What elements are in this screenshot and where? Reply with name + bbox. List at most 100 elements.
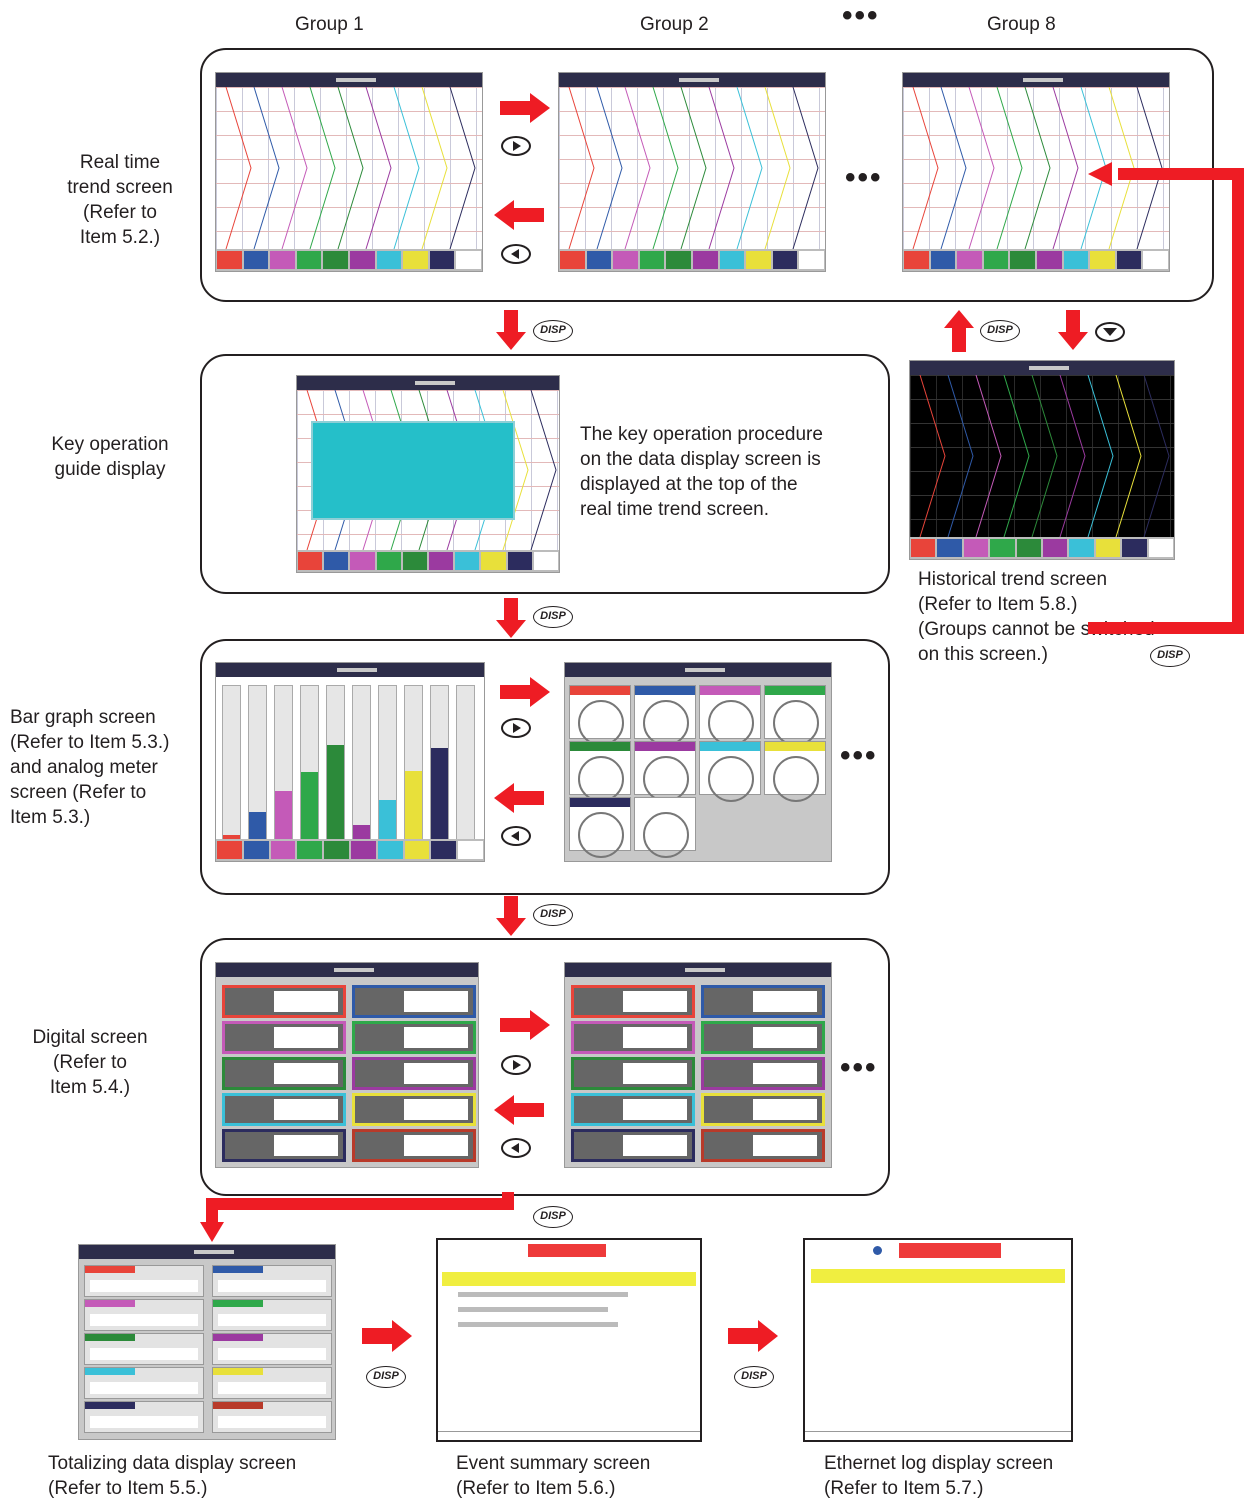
- totalizing-label: Totalizing data display screen (Refer to…: [48, 1453, 297, 1499]
- disp-key-icon[interactable]: DISP: [533, 606, 573, 628]
- down-arrow: [496, 896, 526, 936]
- keyguide-screen[interactable]: [296, 375, 560, 573]
- totalizing-screen[interactable]: [78, 1244, 336, 1440]
- digital-screen-group-1[interactable]: [215, 962, 479, 1168]
- channel-tab: [639, 251, 665, 269]
- digital-channel: [222, 1057, 346, 1090]
- channel-tab: [719, 251, 745, 269]
- trend-trace: [421, 87, 448, 249]
- historical-trend-screen[interactable]: [909, 360, 1175, 560]
- analog-meter-screen[interactable]: [564, 662, 832, 862]
- channel-tab: [455, 552, 480, 570]
- right-arrow: [362, 1320, 412, 1352]
- channel-tab: [1010, 251, 1035, 269]
- channel-tab: [217, 251, 242, 269]
- channel-tab: [930, 251, 956, 269]
- ethernet-log-screen[interactable]: [803, 1238, 1073, 1442]
- trend-screen-group-2[interactable]: [558, 72, 826, 272]
- channel-tab: [243, 251, 269, 269]
- channel-tab: [1016, 539, 1042, 557]
- bar-channel: [326, 685, 345, 841]
- channel-tab: [456, 251, 481, 269]
- analog-meter: [764, 685, 826, 746]
- channel-tab: [429, 251, 455, 269]
- channel-tab: [270, 841, 296, 859]
- group-1-label: Group 1: [295, 14, 364, 35]
- trend-screen-group-1[interactable]: [215, 72, 483, 272]
- trend-trace: [281, 87, 308, 249]
- bend-arrow: [200, 1192, 514, 1242]
- event-row-highlight: [442, 1272, 696, 1286]
- right-key-icon[interactable]: [501, 718, 531, 738]
- disp-key-icon[interactable]: DISP: [533, 1206, 573, 1228]
- totalizing-channel: [212, 1401, 332, 1433]
- left-key-icon[interactable]: [501, 244, 531, 264]
- bar-channel: [378, 685, 397, 841]
- digital-screen-group-2[interactable]: [564, 962, 832, 1168]
- trend-trace: [947, 375, 974, 537]
- disp-key-icon[interactable]: DISP: [533, 320, 573, 342]
- digital-channel: [571, 1129, 695, 1162]
- left-arrow: [494, 783, 544, 813]
- channel-tab: [243, 841, 269, 859]
- disp-key-icon[interactable]: DISP: [366, 1366, 406, 1388]
- down-key-icon[interactable]: [1095, 322, 1125, 342]
- digital-channel: [701, 1093, 825, 1126]
- channel-tab: [1090, 251, 1115, 269]
- down-arrow: [496, 598, 526, 638]
- disp-key-icon[interactable]: DISP: [533, 904, 573, 926]
- channel-tab: [458, 841, 483, 859]
- channel-tab: [560, 251, 585, 269]
- trend-trace: [764, 87, 791, 249]
- bar-graph-screen[interactable]: [215, 662, 485, 862]
- digital-channel: [222, 1093, 346, 1126]
- left-key-icon[interactable]: [501, 1138, 531, 1158]
- left-key-icon[interactable]: [501, 826, 531, 846]
- channel-tab: [1063, 251, 1089, 269]
- digital-channel: [222, 1021, 346, 1054]
- totalizing-channel: [84, 1367, 204, 1399]
- trend-screen-group-8[interactable]: [902, 72, 1170, 272]
- ellipsis: •••: [842, 0, 880, 32]
- bar-channel: [248, 685, 267, 841]
- channel-tab: [324, 552, 349, 570]
- disp-key-icon[interactable]: DISP: [980, 320, 1020, 342]
- historical-label: Historical trend screen (Refer to Item 5…: [918, 569, 1155, 665]
- channel-tab: [350, 841, 376, 859]
- event-row: [458, 1292, 628, 1297]
- analog-meter: [569, 741, 631, 802]
- digital-channel: [701, 1021, 825, 1054]
- ethernet-footer: [805, 1431, 1071, 1440]
- ellipsis: •••: [840, 739, 878, 772]
- trend-trace: [449, 87, 476, 249]
- channel-tab: [1122, 539, 1147, 557]
- channel-tab: [983, 251, 1009, 269]
- analog-meter: [699, 741, 761, 802]
- right-key-icon[interactable]: [501, 136, 531, 156]
- channel-tab: [666, 251, 691, 269]
- right-key-icon[interactable]: [501, 1055, 531, 1075]
- channel-tab: [937, 539, 962, 557]
- ellipsis: •••: [840, 1051, 878, 1084]
- trend-trace: [792, 87, 819, 249]
- channel-tab: [1116, 251, 1142, 269]
- channel-tab: [403, 251, 428, 269]
- keyguide-description: The key operation procedure on the data …: [580, 424, 823, 520]
- left-arrow: [494, 1095, 544, 1125]
- trend-trace: [568, 87, 595, 249]
- trend-trace: [337, 87, 364, 249]
- trend-trace: [530, 390, 557, 550]
- right-arrow: [500, 1010, 550, 1040]
- channel-tab: [963, 539, 989, 557]
- channel-tab: [298, 552, 323, 570]
- digital-channel: [571, 985, 695, 1018]
- disp-key-icon[interactable]: DISP: [1150, 645, 1190, 667]
- event-summary-screen[interactable]: [436, 1238, 702, 1442]
- keyguide-popup: [311, 421, 515, 520]
- channel-tab: [1069, 539, 1094, 557]
- event-label: Event summary screen (Refer to Item 5.6.…: [456, 1453, 651, 1499]
- channel-tab: [1036, 251, 1062, 269]
- event-row: [458, 1307, 608, 1312]
- disp-key-icon[interactable]: DISP: [734, 1366, 774, 1388]
- trend-trace: [1143, 375, 1170, 537]
